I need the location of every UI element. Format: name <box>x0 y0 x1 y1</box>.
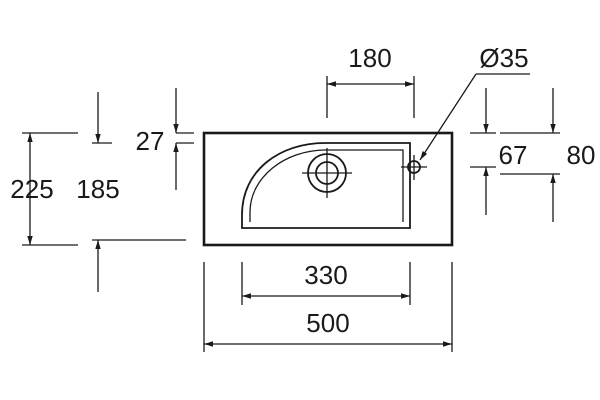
dimension-225: 225 <box>10 132 78 246</box>
label-tap-spacing: 180 <box>348 43 391 73</box>
dimension-500: 500 <box>203 262 453 352</box>
label-overall-width: 500 <box>306 308 349 338</box>
dimension-80: 80 <box>500 88 595 222</box>
basin-outline <box>202 131 454 247</box>
label-overall-depth: 225 <box>10 174 53 204</box>
tap-hole-symbol <box>302 148 352 198</box>
dimension-67: 67 <box>470 88 527 215</box>
label-hole-diameter: Ø35 <box>479 43 528 73</box>
dimension-330: 330 <box>241 260 411 305</box>
label-rim-to-tap: 27 <box>136 126 165 156</box>
dimension-diameter: Ø35 <box>419 43 530 161</box>
label-side-hole-offset: 67 <box>499 140 528 170</box>
label-basin-depth: 185 <box>76 174 119 204</box>
overflow-hole-symbol <box>401 155 427 180</box>
label-bowl-width: 330 <box>304 260 347 290</box>
dimension-27: 27 <box>136 88 194 190</box>
label-side-depth: 80 <box>567 140 596 170</box>
dimension-185: 185 <box>76 92 186 292</box>
dimension-180: 180 <box>326 43 415 118</box>
